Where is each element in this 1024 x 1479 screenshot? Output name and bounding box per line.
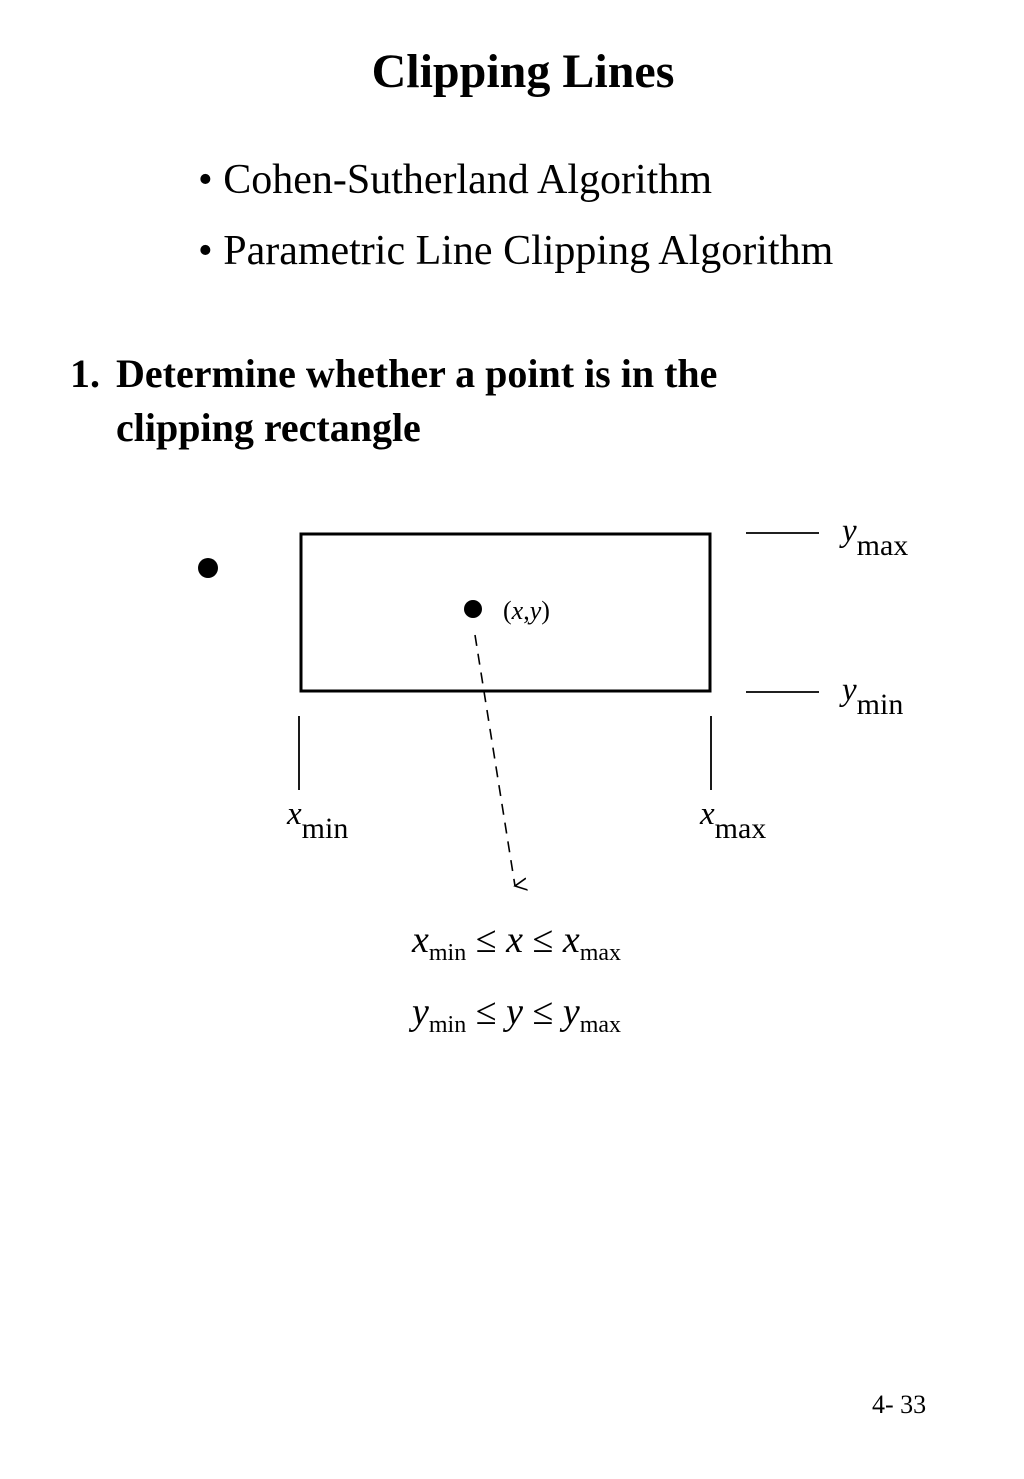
y-inequality: ymin ≤ y ≤ ymax <box>412 991 622 1038</box>
step-1: 1. Determine whether a point is in the cli… <box>70 347 717 455</box>
point-label: (x,y) <box>503 596 550 625</box>
slide-title: Clipping Lines <box>371 45 675 98</box>
dashed-arrow <box>474 634 515 886</box>
inside-point <box>464 600 482 618</box>
ymax-label: ymax <box>842 513 909 562</box>
step-text-line-1: Determine whether a point is in the <box>116 351 718 396</box>
x-inequality: xmin ≤ x ≤ xmax <box>412 919 622 966</box>
xmax-label: xmax <box>700 796 767 845</box>
page-number: 4- 33 <box>872 1390 927 1419</box>
xmin-label: xmin <box>287 796 349 845</box>
step-text: Determine whether a point is in the clipp… <box>116 347 717 455</box>
point-label-y: y <box>529 596 542 625</box>
step-text-line-2: clipping rectangle <box>116 405 421 450</box>
bullet-parametric-clipping: • Parametric Line Clipping Algorithm <box>198 228 834 274</box>
point-label-x: x <box>511 596 524 625</box>
bullet-cohen-sutherland: • Cohen-Sutherland Algorithm <box>198 157 712 203</box>
step-number: 1. <box>70 351 100 396</box>
ymin-label: ymin <box>842 672 904 721</box>
clipping-rectangle <box>299 532 712 693</box>
outside-point-bullet <box>198 558 218 578</box>
